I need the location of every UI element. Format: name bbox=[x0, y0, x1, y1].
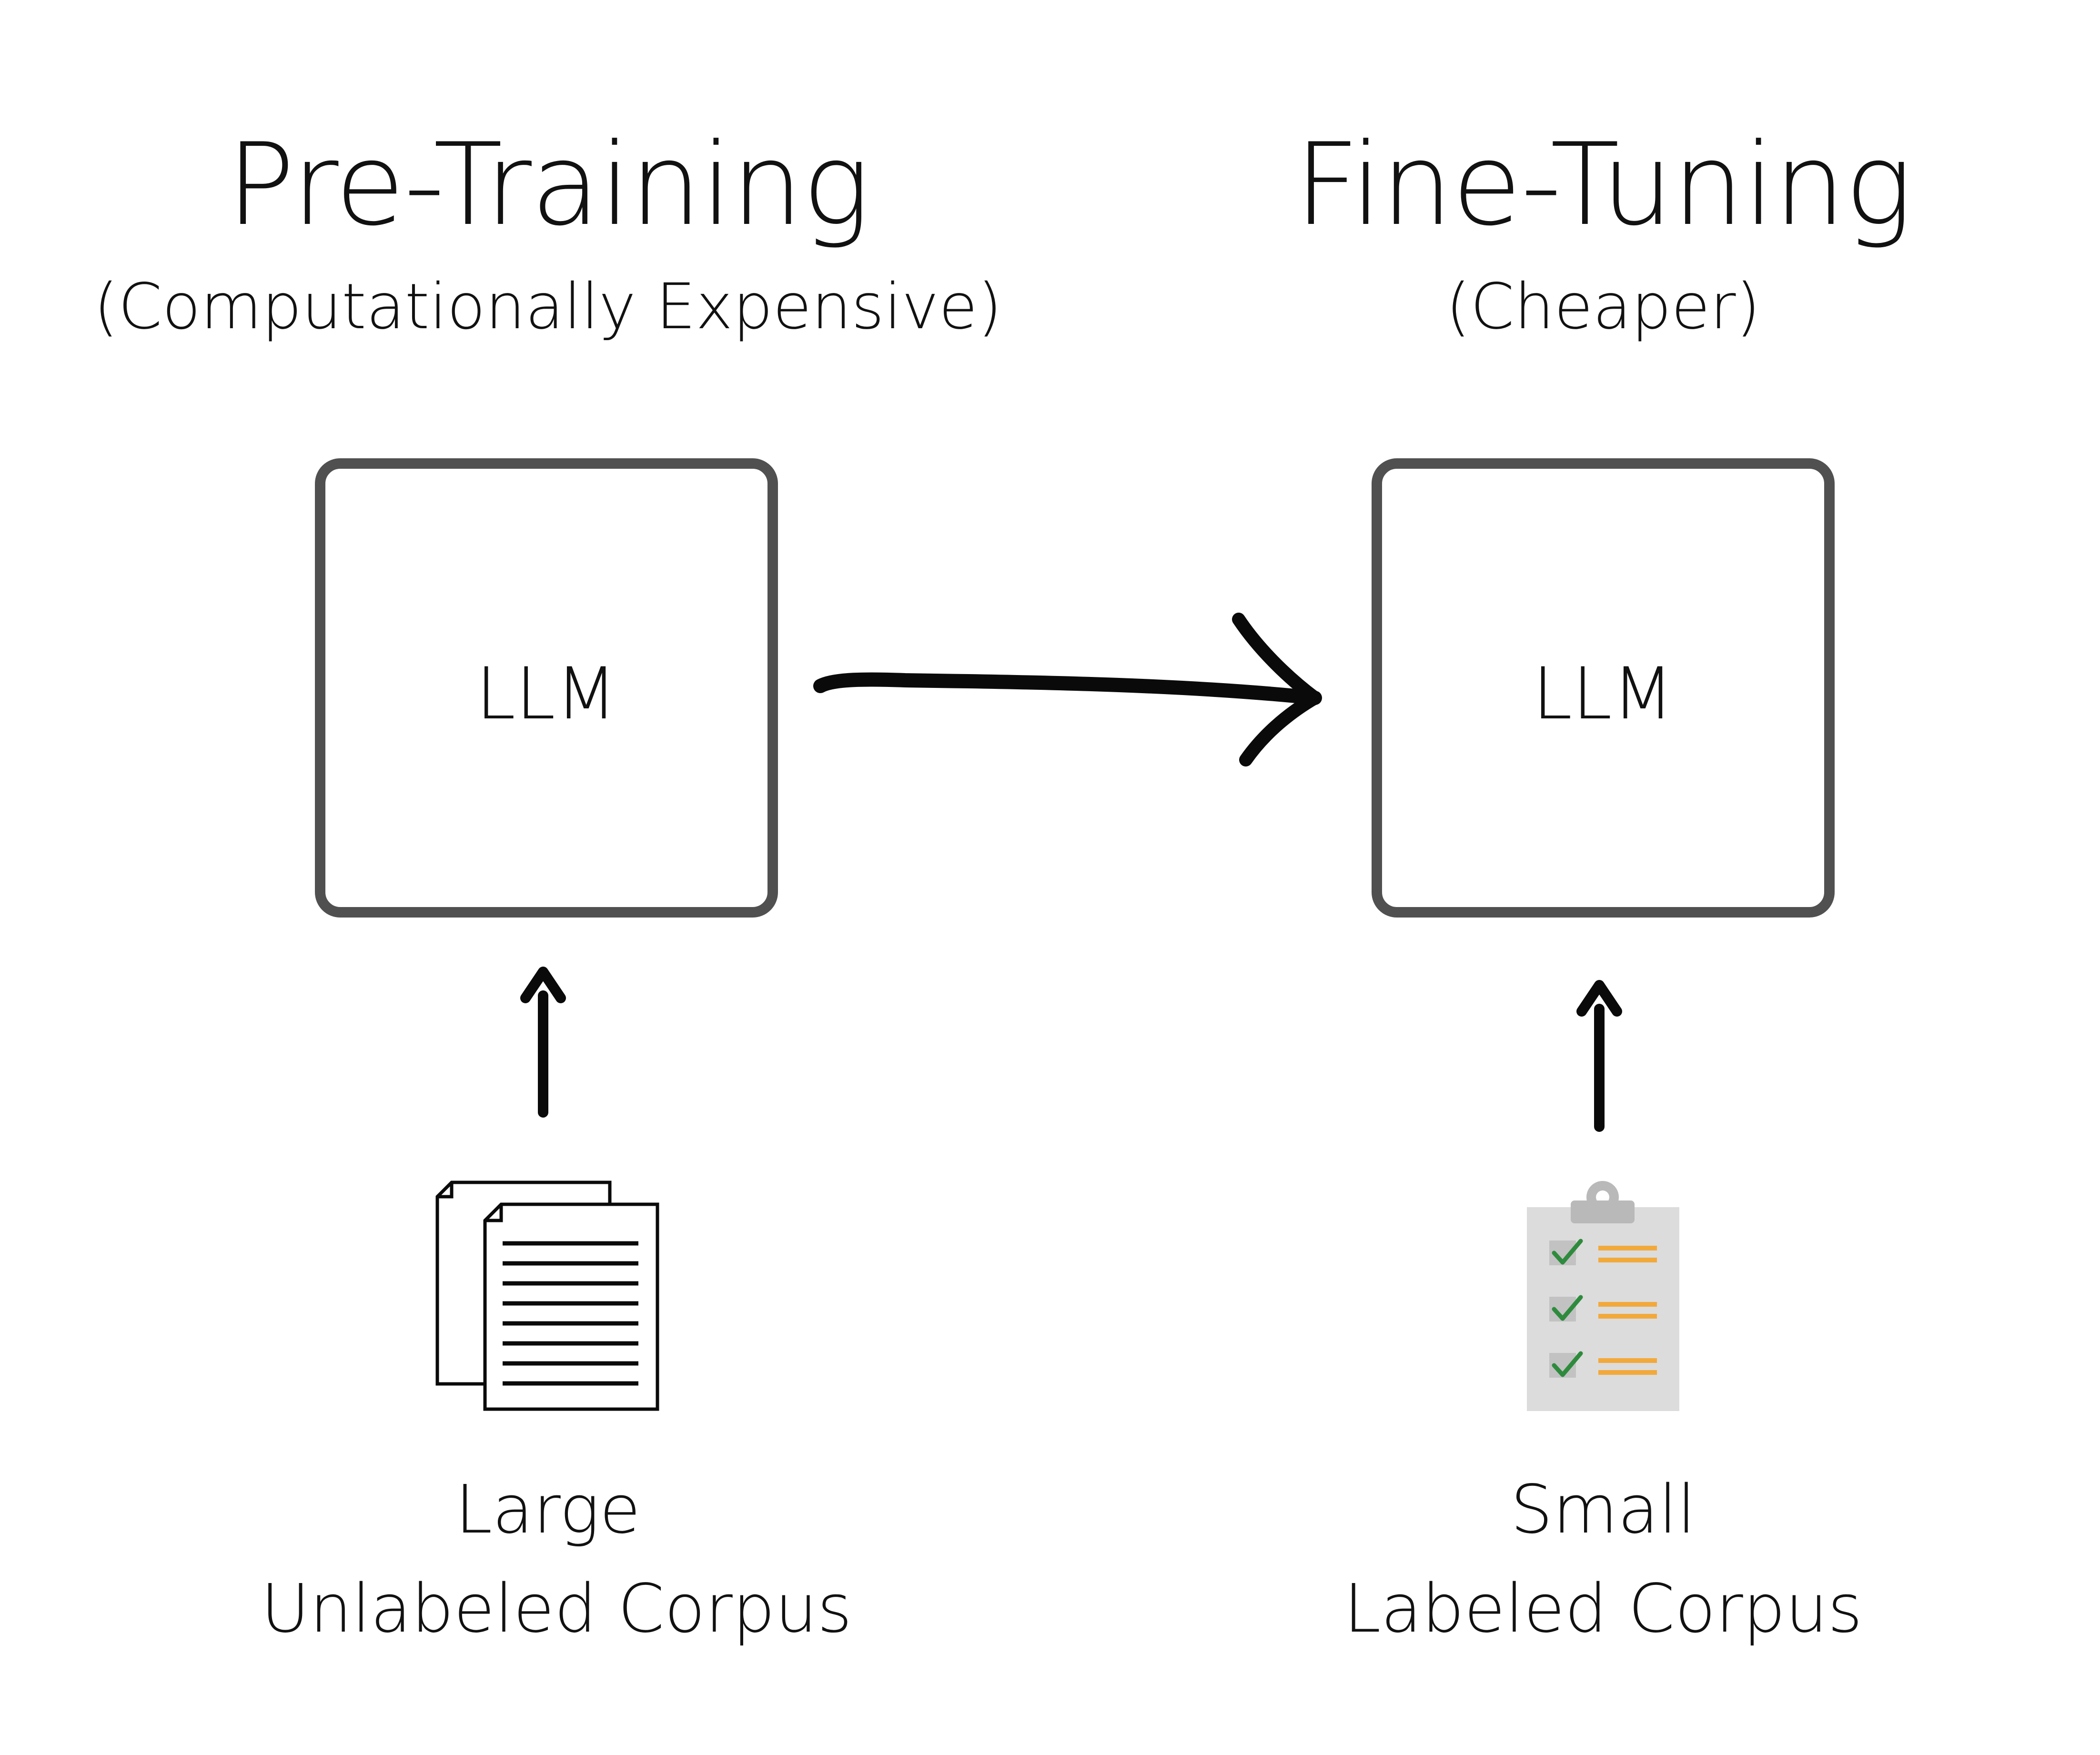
pretraining-caption-line1: Large bbox=[455, 1471, 641, 1549]
pretraining-input-arrow bbox=[520, 967, 566, 1118]
finetuning-input-arrow bbox=[1576, 980, 1622, 1132]
finetuning-llm-label: LLM bbox=[1532, 653, 1674, 736]
finetuning-caption-line1: Small bbox=[1510, 1471, 1696, 1549]
pretraining-llm-box bbox=[315, 458, 778, 918]
pretraining-subtitle: (Computationally Expensive) bbox=[93, 270, 1002, 343]
finetuning-subtitle: (Cheaper) bbox=[1445, 270, 1761, 343]
clipboard-checklist-icon bbox=[1527, 1181, 1679, 1411]
finetuning-caption-line2: Labeled Corpus bbox=[1343, 1570, 1863, 1648]
finetuning-title: Fine-Tuning bbox=[1294, 119, 1913, 251]
documents-icon bbox=[435, 1180, 659, 1411]
stage-transition-arrow bbox=[813, 613, 1322, 767]
pretraining-caption-line2: Unlabeled Corpus bbox=[261, 1570, 852, 1648]
finetuning-llm-box bbox=[1372, 458, 1835, 918]
pretraining-llm-label: LLM bbox=[475, 653, 617, 736]
pretraining-title: Pre-Training bbox=[226, 119, 870, 251]
